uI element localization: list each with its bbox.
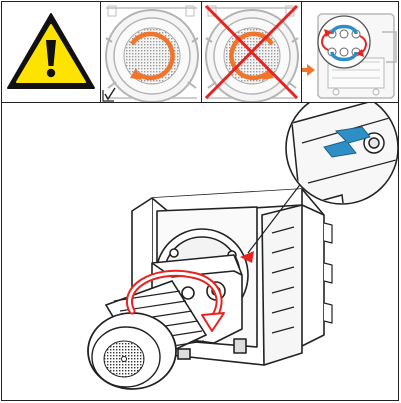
correct-rotation-direction-icon <box>102 5 199 102</box>
zoom-callout <box>285 103 399 205</box>
checkmark-icon <box>104 87 116 101</box>
motor-fan-cover <box>87 312 177 390</box>
rotation-arrow <box>130 31 175 81</box>
panel-divider <box>100 1 101 102</box>
swap-wire <box>330 51 358 62</box>
direction-arrow-label-icon <box>323 126 371 158</box>
housing-rotation-marker <box>240 251 254 263</box>
header-divider <box>1 102 399 103</box>
panel-divider <box>201 1 202 102</box>
wiring-swap-panel <box>302 2 399 102</box>
rotation-direction-arrow <box>126 269 225 332</box>
warning-triangle-icon <box>7 13 95 89</box>
rotation-arrow <box>229 31 274 81</box>
warning-panel <box>2 2 100 102</box>
cross-out-icon <box>204 4 299 100</box>
wrong-rotation-panel <box>202 2 301 102</box>
swap-wire <box>330 24 358 35</box>
main-illustration <box>2 103 399 400</box>
motor-pump-drawing <box>87 103 399 390</box>
panel-divider <box>301 1 302 102</box>
next-step-arrow-icon <box>307 64 315 76</box>
correct-rotation-panel <box>102 2 201 102</box>
terminal-box-wiring-swap-icon <box>302 13 397 99</box>
wrong-rotation-direction-icon <box>204 4 299 102</box>
